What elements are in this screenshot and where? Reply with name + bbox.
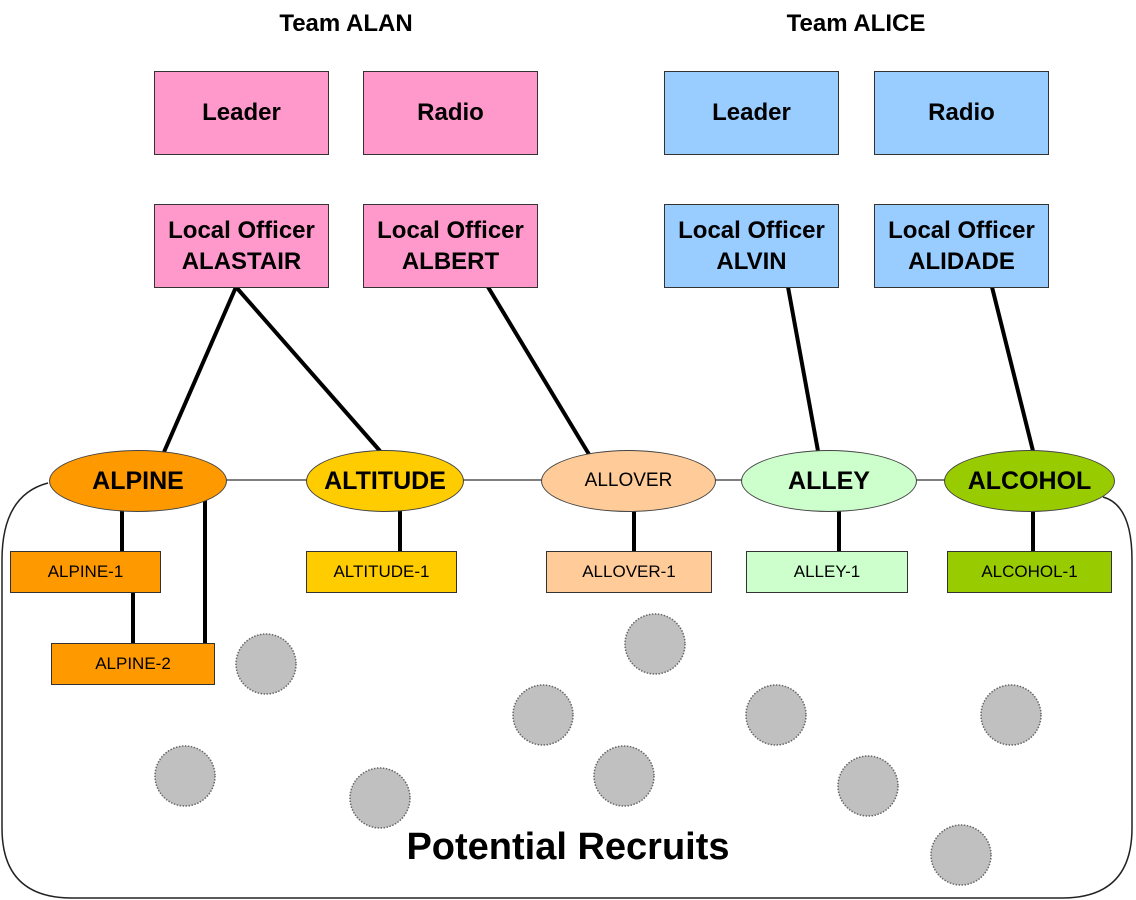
role-label: Radio bbox=[417, 99, 484, 126]
recruit-circle[interactable] bbox=[235, 633, 297, 695]
potential-recruits-label: Potential Recruits bbox=[406, 826, 730, 868]
team-alan-leader-box[interactable]: Leader bbox=[154, 71, 329, 155]
member-name: ALPINE-2 bbox=[95, 654, 171, 673]
officer-name: ALBERT bbox=[401, 248, 500, 275]
officer-albert-box[interactable]: Local Officer ALBERT bbox=[363, 204, 538, 288]
team-alan-radio-box[interactable]: Radio bbox=[363, 71, 538, 155]
cell-name: ALLOVER bbox=[584, 470, 673, 491]
officer-name: ALVIN bbox=[716, 248, 787, 275]
member-name: ALLOVER-1 bbox=[582, 562, 676, 581]
link-alastair-alpine bbox=[162, 286, 238, 453]
officer-name: ALASTAIR bbox=[181, 248, 302, 275]
cell-name: ALTITUDE bbox=[324, 466, 446, 495]
cell-alpine-node[interactable]: ALPINE bbox=[49, 450, 227, 512]
member-name: ALTITUDE-1 bbox=[333, 562, 430, 581]
cell-alley-node[interactable]: ALLEY bbox=[741, 450, 917, 512]
link-albert-allover bbox=[486, 285, 592, 458]
cell-altitude-node[interactable]: ALTITUDE bbox=[306, 450, 464, 512]
member-alley-1-box[interactable]: ALLEY-1 bbox=[746, 551, 908, 593]
cell-name: ALLEY bbox=[788, 466, 870, 495]
link-alastair-altitude bbox=[234, 285, 382, 453]
recruit-circle[interactable] bbox=[349, 767, 411, 829]
team-alice-leader-box[interactable]: Leader bbox=[664, 71, 839, 155]
team-alice-title: Team ALICE bbox=[786, 10, 926, 37]
officer-label: Local Officer bbox=[888, 217, 1035, 244]
link-alvin-alley bbox=[786, 286, 820, 452]
officer-alvin-box[interactable]: Local Officer ALVIN bbox=[664, 204, 839, 288]
recruit-circle[interactable] bbox=[593, 745, 655, 807]
officer-label: Local Officer bbox=[377, 217, 524, 244]
officer-label: Local Officer bbox=[168, 217, 315, 244]
role-label: Radio bbox=[928, 99, 995, 126]
officer-name: ALIDADE bbox=[908, 248, 1015, 275]
member-name: ALPINE-1 bbox=[47, 562, 124, 581]
member-alpine-2-box[interactable]: ALPINE-2 bbox=[51, 643, 215, 685]
cell-name: ALCOHOL bbox=[967, 466, 1092, 495]
recruit-circle[interactable] bbox=[154, 745, 216, 807]
recruit-circle[interactable] bbox=[512, 684, 574, 746]
recruit-circle[interactable] bbox=[930, 824, 992, 886]
recruit-circle[interactable] bbox=[980, 684, 1042, 746]
recruit-circle[interactable] bbox=[745, 684, 807, 746]
cell-name: ALPINE bbox=[92, 466, 184, 495]
team-alice-radio-box[interactable]: Radio bbox=[874, 71, 1049, 155]
recruit-circle[interactable] bbox=[837, 755, 899, 817]
member-name: ALLEY-1 bbox=[793, 562, 861, 581]
member-alcohol-1-box[interactable]: ALCOHOL-1 bbox=[947, 551, 1112, 593]
cell-allover-node[interactable]: ALLOVER bbox=[541, 450, 716, 512]
role-label: Leader bbox=[202, 99, 281, 126]
member-allover-1-box[interactable]: ALLOVER-1 bbox=[546, 551, 712, 593]
recruits-group bbox=[154, 613, 1042, 886]
officer-alidade-box[interactable]: Local Officer ALIDADE bbox=[874, 204, 1049, 288]
officer-label: Local Officer bbox=[678, 217, 825, 244]
team-alan-title: Team ALAN bbox=[279, 10, 413, 37]
member-alpine-1-box[interactable]: ALPINE-1 bbox=[10, 551, 161, 593]
member-altitude-1-box[interactable]: ALTITUDE-1 bbox=[306, 551, 457, 593]
recruits-pool-boundary bbox=[1, 482, 1133, 899]
recruit-circle[interactable] bbox=[624, 613, 686, 675]
member-name: ALCOHOL-1 bbox=[981, 562, 1078, 581]
officer-alastair-box[interactable]: Local Officer ALASTAIR bbox=[154, 204, 329, 288]
role-label: Leader bbox=[712, 99, 791, 126]
link-alidade-alcohol bbox=[990, 286, 1035, 452]
cell-alcohol-node[interactable]: ALCOHOL bbox=[944, 450, 1115, 512]
